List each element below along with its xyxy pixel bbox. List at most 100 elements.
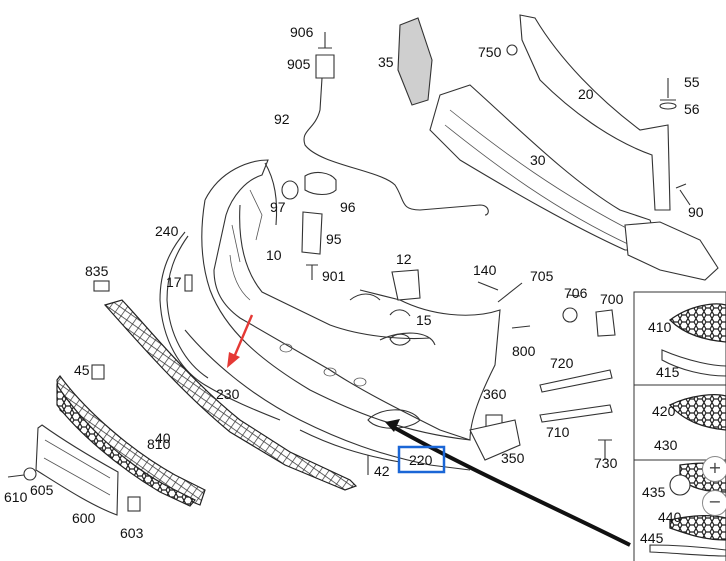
part-label-35[interactable]: 35 [378,54,394,70]
bracket-350 [469,419,521,461]
part-label-600[interactable]: 600 [72,510,96,526]
part-label-905[interactable]: 905 [287,56,311,72]
part-label-220[interactable]: 220 [409,452,433,468]
part-label-435[interactable]: 435 [642,484,666,500]
screw-610 [7,474,25,478]
part-label-96[interactable]: 96 [340,199,356,215]
highlight-box-220[interactable] [397,445,446,474]
clip-15 [389,309,411,317]
ring-97 [281,180,299,200]
trim-445 [649,544,726,557]
part-label-90[interactable]: 90 [688,204,704,220]
part-label-30[interactable]: 30 [530,152,546,168]
grille-410 [669,303,726,343]
part-label-430[interactable]: 430 [654,437,678,453]
reinforcement-20 [519,14,671,211]
black-arrowhead [385,419,400,432]
black-arrow [394,426,631,547]
screw-730 [598,439,612,460]
variant-panel [633,291,726,561]
part-label-810[interactable]: 810 [147,436,171,452]
clip-603 [127,496,141,512]
part-label-360[interactable]: 360 [483,386,507,402]
zoom-out-button[interactable]: − [702,490,726,516]
part-label-720[interactable]: 720 [550,355,574,371]
part-label-17[interactable]: 17 [166,274,182,290]
part-label-140[interactable]: 140 [473,262,497,278]
bracket-700 [595,309,616,337]
license-plate-bracket-600 [35,424,119,516]
nut-706 [562,307,578,323]
part-labels: 906 905 92 35 750 20 55 56 30 97 96 90 9… [4,24,704,546]
screw-800 [511,325,531,329]
part-label-230[interactable]: 230 [216,386,240,402]
part-label-350[interactable]: 350 [501,450,525,466]
clip-835 [93,280,110,292]
part-label-45[interactable]: 45 [74,362,90,378]
washer-605 [23,467,37,481]
bracket-35 [397,17,433,106]
part-label-800[interactable]: 800 [512,343,536,359]
part-label-605[interactable]: 605 [30,482,54,498]
ring-435 [669,474,691,496]
nut-750 [506,44,518,56]
screw-705 [567,294,581,297]
part-label-20[interactable]: 20 [578,86,594,102]
bracket-right [624,221,719,281]
zoom-in-button[interactable]: + [702,456,726,482]
bar-710 [539,404,613,423]
washer-56 [659,102,677,110]
part-label-12[interactable]: 12 [396,251,412,267]
bracket-12 [391,269,421,301]
part-label-445[interactable]: 445 [640,530,664,546]
cap-906 [318,32,332,49]
part-label-15[interactable]: 15 [416,312,432,328]
part-label-730[interactable]: 730 [594,455,618,471]
part-label-40[interactable]: 40 [155,430,171,446]
clip-901 [306,264,318,280]
strip-240 [159,231,281,421]
part-label-56[interactable]: 56 [684,101,700,117]
pin-140 [477,281,499,291]
part-label-95[interactable]: 95 [326,231,342,247]
part-label-420[interactable]: 420 [652,403,676,419]
module-95 [301,211,323,255]
clip-17 [184,274,193,292]
grille-420 [668,394,726,431]
part-label-440[interactable]: 440 [658,509,682,525]
part-label-710[interactable]: 710 [546,424,570,440]
part-label-603[interactable]: 603 [120,525,144,541]
strip-705 [497,282,523,303]
red-arrowhead [227,352,240,368]
screw-55 [660,78,676,101]
lower-trim-220 [184,329,471,471]
part-label-10[interactable]: 10 [266,247,282,263]
part-label-97[interactable]: 97 [270,199,286,215]
part-label-55[interactable]: 55 [684,74,700,90]
grille-440 [669,514,726,541]
part-label-906[interactable]: 906 [290,24,314,40]
energy-absorber-40 [103,299,358,491]
part-label-705[interactable]: 705 [530,268,554,284]
part-label-240[interactable]: 240 [155,223,179,239]
wire-harness-92 [303,77,489,216]
sensor-96 [304,171,337,196]
part-label-835[interactable]: 835 [85,263,109,279]
part-label-92[interactable]: 92 [274,111,290,127]
part-label-610[interactable]: 610 [4,489,28,505]
connector-905 [315,54,335,79]
zoom-in-icon: + [708,458,722,477]
bumper-cover [201,159,501,441]
clip-45 [91,364,105,380]
part-label-700[interactable]: 700 [600,291,624,307]
screw-90 [675,183,691,206]
part-label-750[interactable]: 750 [478,44,502,60]
bar-720 [539,369,613,393]
part-label-415[interactable]: 415 [656,364,680,380]
part-label-706[interactable]: 706 [564,285,588,301]
part-label-410[interactable]: 410 [648,319,672,335]
part-label-901[interactable]: 901 [322,268,346,284]
part-label-42[interactable]: 42 [374,463,390,479]
trim-415 [661,349,726,377]
